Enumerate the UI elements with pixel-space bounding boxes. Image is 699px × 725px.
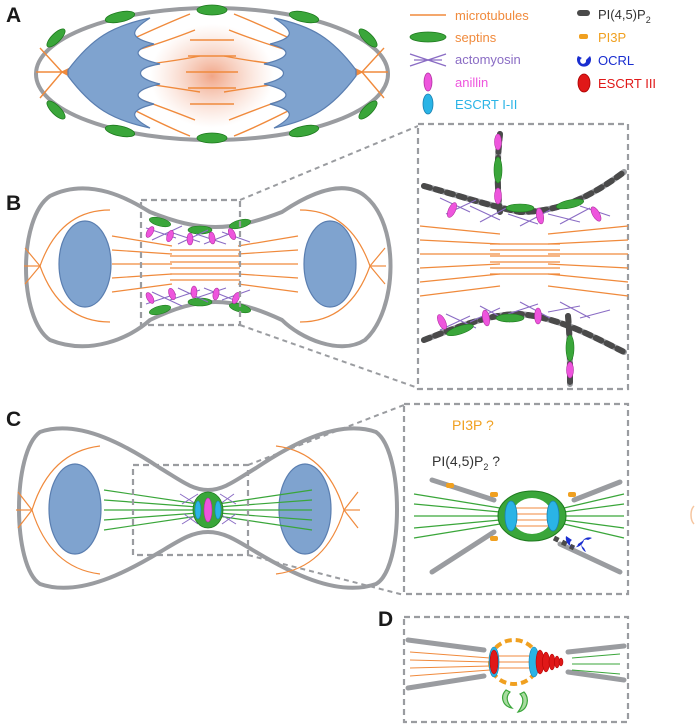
panel-c-astral-microtubules (16, 445, 360, 575)
svg-text:anillin: anillin (455, 75, 488, 90)
panel-c-ocrl-glyph (581, 537, 592, 552)
legend-escrt12: ESCRT I-II (422, 93, 517, 115)
panel-d-membrane (405, 637, 627, 691)
panel-c-inset-microtubules (413, 493, 625, 539)
panel-c-inset-pi3p (446, 483, 576, 541)
panel-b-inset-septins (446, 156, 585, 362)
panel-c-midbody-anillin (203, 497, 213, 523)
panel-d-microtubules-left (409, 651, 491, 677)
svg-text:septins: septins (455, 30, 497, 45)
legend-escrt3: ESCRT III (577, 73, 656, 93)
legend-pi3p: PI3P (579, 30, 626, 45)
panel-d-released-septins (502, 689, 528, 713)
panel-c-actomyosin (179, 493, 237, 525)
panel-c-left-nucleus (48, 463, 102, 555)
panel-c-inset-pip2-track (552, 535, 576, 551)
panel-b-inset-anillin (437, 133, 602, 379)
svg-text:PI3P: PI3P (598, 30, 626, 45)
svg-text:ESCRT III: ESCRT III (598, 76, 656, 91)
legend: microtubules septins actomyosin anillin … (409, 7, 656, 115)
legend-ocrl: OCRL (577, 53, 634, 68)
panel-a-left-chromosomes (67, 17, 161, 129)
legend-septins: septins (409, 30, 497, 45)
panel-a-right-chromosomes (263, 17, 357, 129)
panel-c-inset-escrt12 (504, 500, 560, 532)
panel-c-inset-microtubule-bundle (514, 507, 550, 527)
svg-text:actomyosin: actomyosin (455, 52, 521, 67)
panel-c-letter: C (6, 408, 21, 431)
panel-c-zoom-box (131, 463, 250, 557)
svg-text:microtubules: microtubules (455, 8, 529, 23)
legend-microtubules: microtubules (410, 8, 529, 23)
panel-b-inset (416, 122, 630, 391)
panel-b-left-nucleus (58, 220, 112, 308)
panel-c-pip2-question: PI(4,5)P2 ? (432, 453, 500, 472)
legend-pip2: PI(4,5)P2 (577, 7, 651, 25)
panel-a: A (6, 4, 390, 144)
panel-c-ocrl (565, 536, 584, 548)
legend-actomyosin: actomyosin (409, 52, 521, 67)
panel-b-microtubules (24, 209, 386, 323)
svg-text:OCRL: OCRL (598, 53, 634, 68)
panel-c-zoom-connectors (247, 404, 405, 596)
panel-b: B (6, 122, 630, 391)
panel-d-microtubules-right (571, 653, 621, 675)
panel-b-zoom-connectors (239, 125, 419, 389)
panel-d: D (378, 608, 630, 724)
panel-a-midzone-glow (150, 24, 274, 128)
panel-a-septins (46, 4, 378, 144)
panel-b-zoom-box (139, 198, 242, 327)
panel-c-pi3p-question: PI3P ? (452, 417, 494, 433)
legend-anillin: anillin (423, 72, 488, 92)
panel-a-letter: A (6, 4, 21, 27)
panel-c-inset: PI3P ? PI(4,5)P2 ? (402, 402, 630, 596)
edge-artifact (690, 505, 695, 525)
svg-text:PI(4,5)P2: PI(4,5)P2 (598, 7, 651, 25)
panel-c: C PI3P ? PI(4, (6, 402, 630, 596)
panel-d-escrt3-spiral (489, 649, 564, 675)
panel-d-midbody-microtubules (498, 655, 530, 669)
panel-b-inset-microtubules (419, 225, 629, 297)
panel-c-right-nucleus (278, 463, 332, 555)
panel-b-septins (149, 216, 251, 316)
panel-c-inset-lumen (512, 498, 552, 534)
panel-b-letter: B (6, 192, 21, 215)
panel-c-midbody-escrt12 (194, 500, 222, 520)
panel-c-midbody-microtubules (103, 489, 313, 531)
panel-b-anillin (145, 226, 241, 304)
svg-text:ESCRT I-II: ESCRT I-II (455, 97, 517, 112)
panel-d-letter: D (378, 608, 393, 631)
panel-b-right-nucleus (303, 220, 357, 308)
